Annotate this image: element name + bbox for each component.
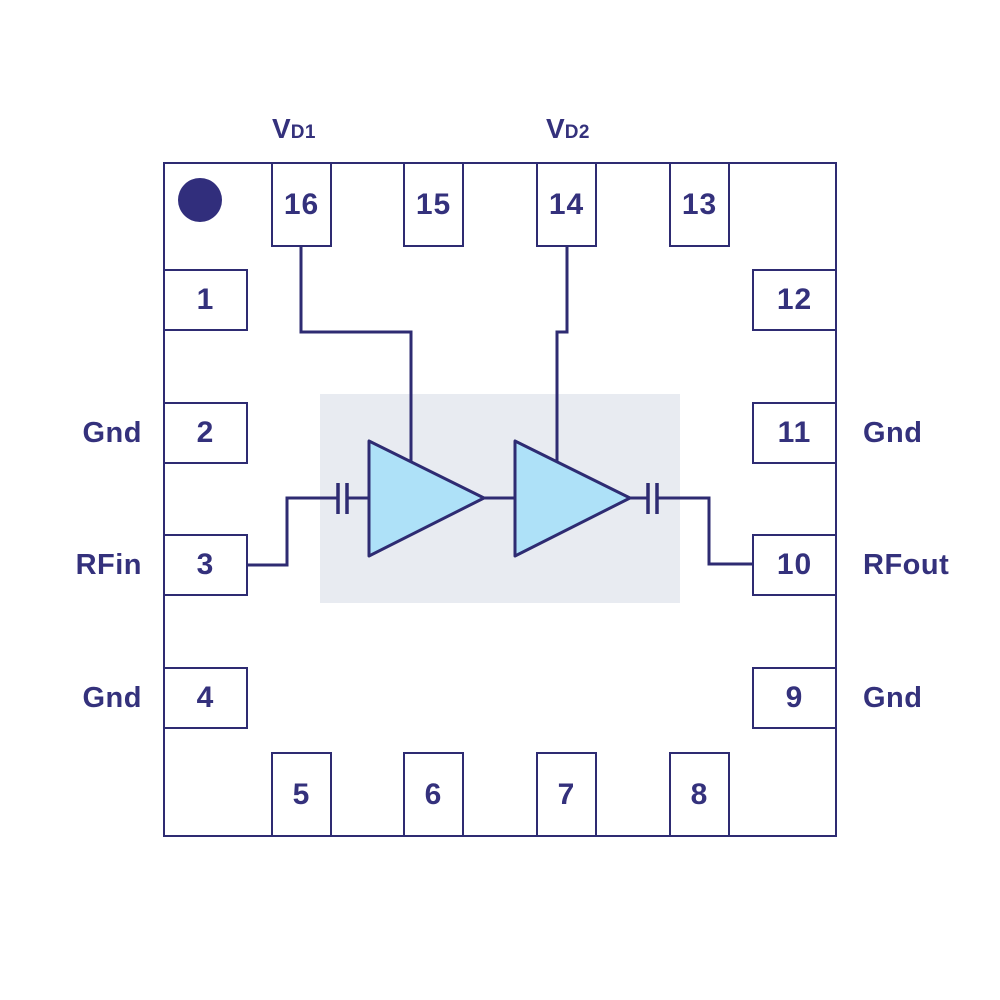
- pin-3: 3: [163, 534, 248, 596]
- pin-1: 1: [163, 269, 248, 331]
- pin-11: 11: [752, 402, 837, 464]
- vd1-supply-wire: [299, 246, 413, 463]
- pin-9: 9: [752, 667, 837, 729]
- pin-10: 10: [752, 534, 837, 596]
- gnd-label-pin4: Gnd: [82, 682, 142, 714]
- vd2-label: VD2: [533, 113, 603, 145]
- pin-7: 7: [536, 752, 597, 837]
- rfin-wire: [247, 496, 338, 567]
- gnd-label-pin11: Gnd: [863, 417, 923, 449]
- pin1-marker-dot: [178, 178, 222, 222]
- rfin-label: RFin: [75, 549, 142, 581]
- rfout-label: RFout: [863, 549, 950, 581]
- vd2-label-main: V: [546, 113, 565, 144]
- vd2-supply-wire: [555, 245, 569, 462]
- pin-12: 12: [752, 269, 837, 331]
- pin-8: 8: [669, 752, 730, 837]
- pin-14: 14: [536, 162, 597, 247]
- pin-6: 6: [403, 752, 464, 837]
- pin-2: 2: [163, 402, 248, 464]
- vd1-label: VD1: [259, 113, 329, 145]
- gnd-label-pin9: Gnd: [863, 682, 923, 714]
- gnd-label-pin2: Gnd: [82, 417, 142, 449]
- pin-5: 5: [271, 752, 332, 837]
- pin-16: 16: [271, 162, 332, 247]
- vd2-label-sub: D2: [564, 122, 590, 143]
- pin-4: 4: [163, 667, 248, 729]
- rfout-wire: [657, 496, 752, 566]
- amplifier-stage-2: [513, 439, 632, 558]
- vd1-label-sub: D1: [290, 122, 316, 143]
- amplifier-stage-1: [367, 439, 486, 558]
- vd1-label-main: V: [272, 113, 291, 144]
- pin-13: 13: [669, 162, 730, 247]
- pin-15: 15: [403, 162, 464, 247]
